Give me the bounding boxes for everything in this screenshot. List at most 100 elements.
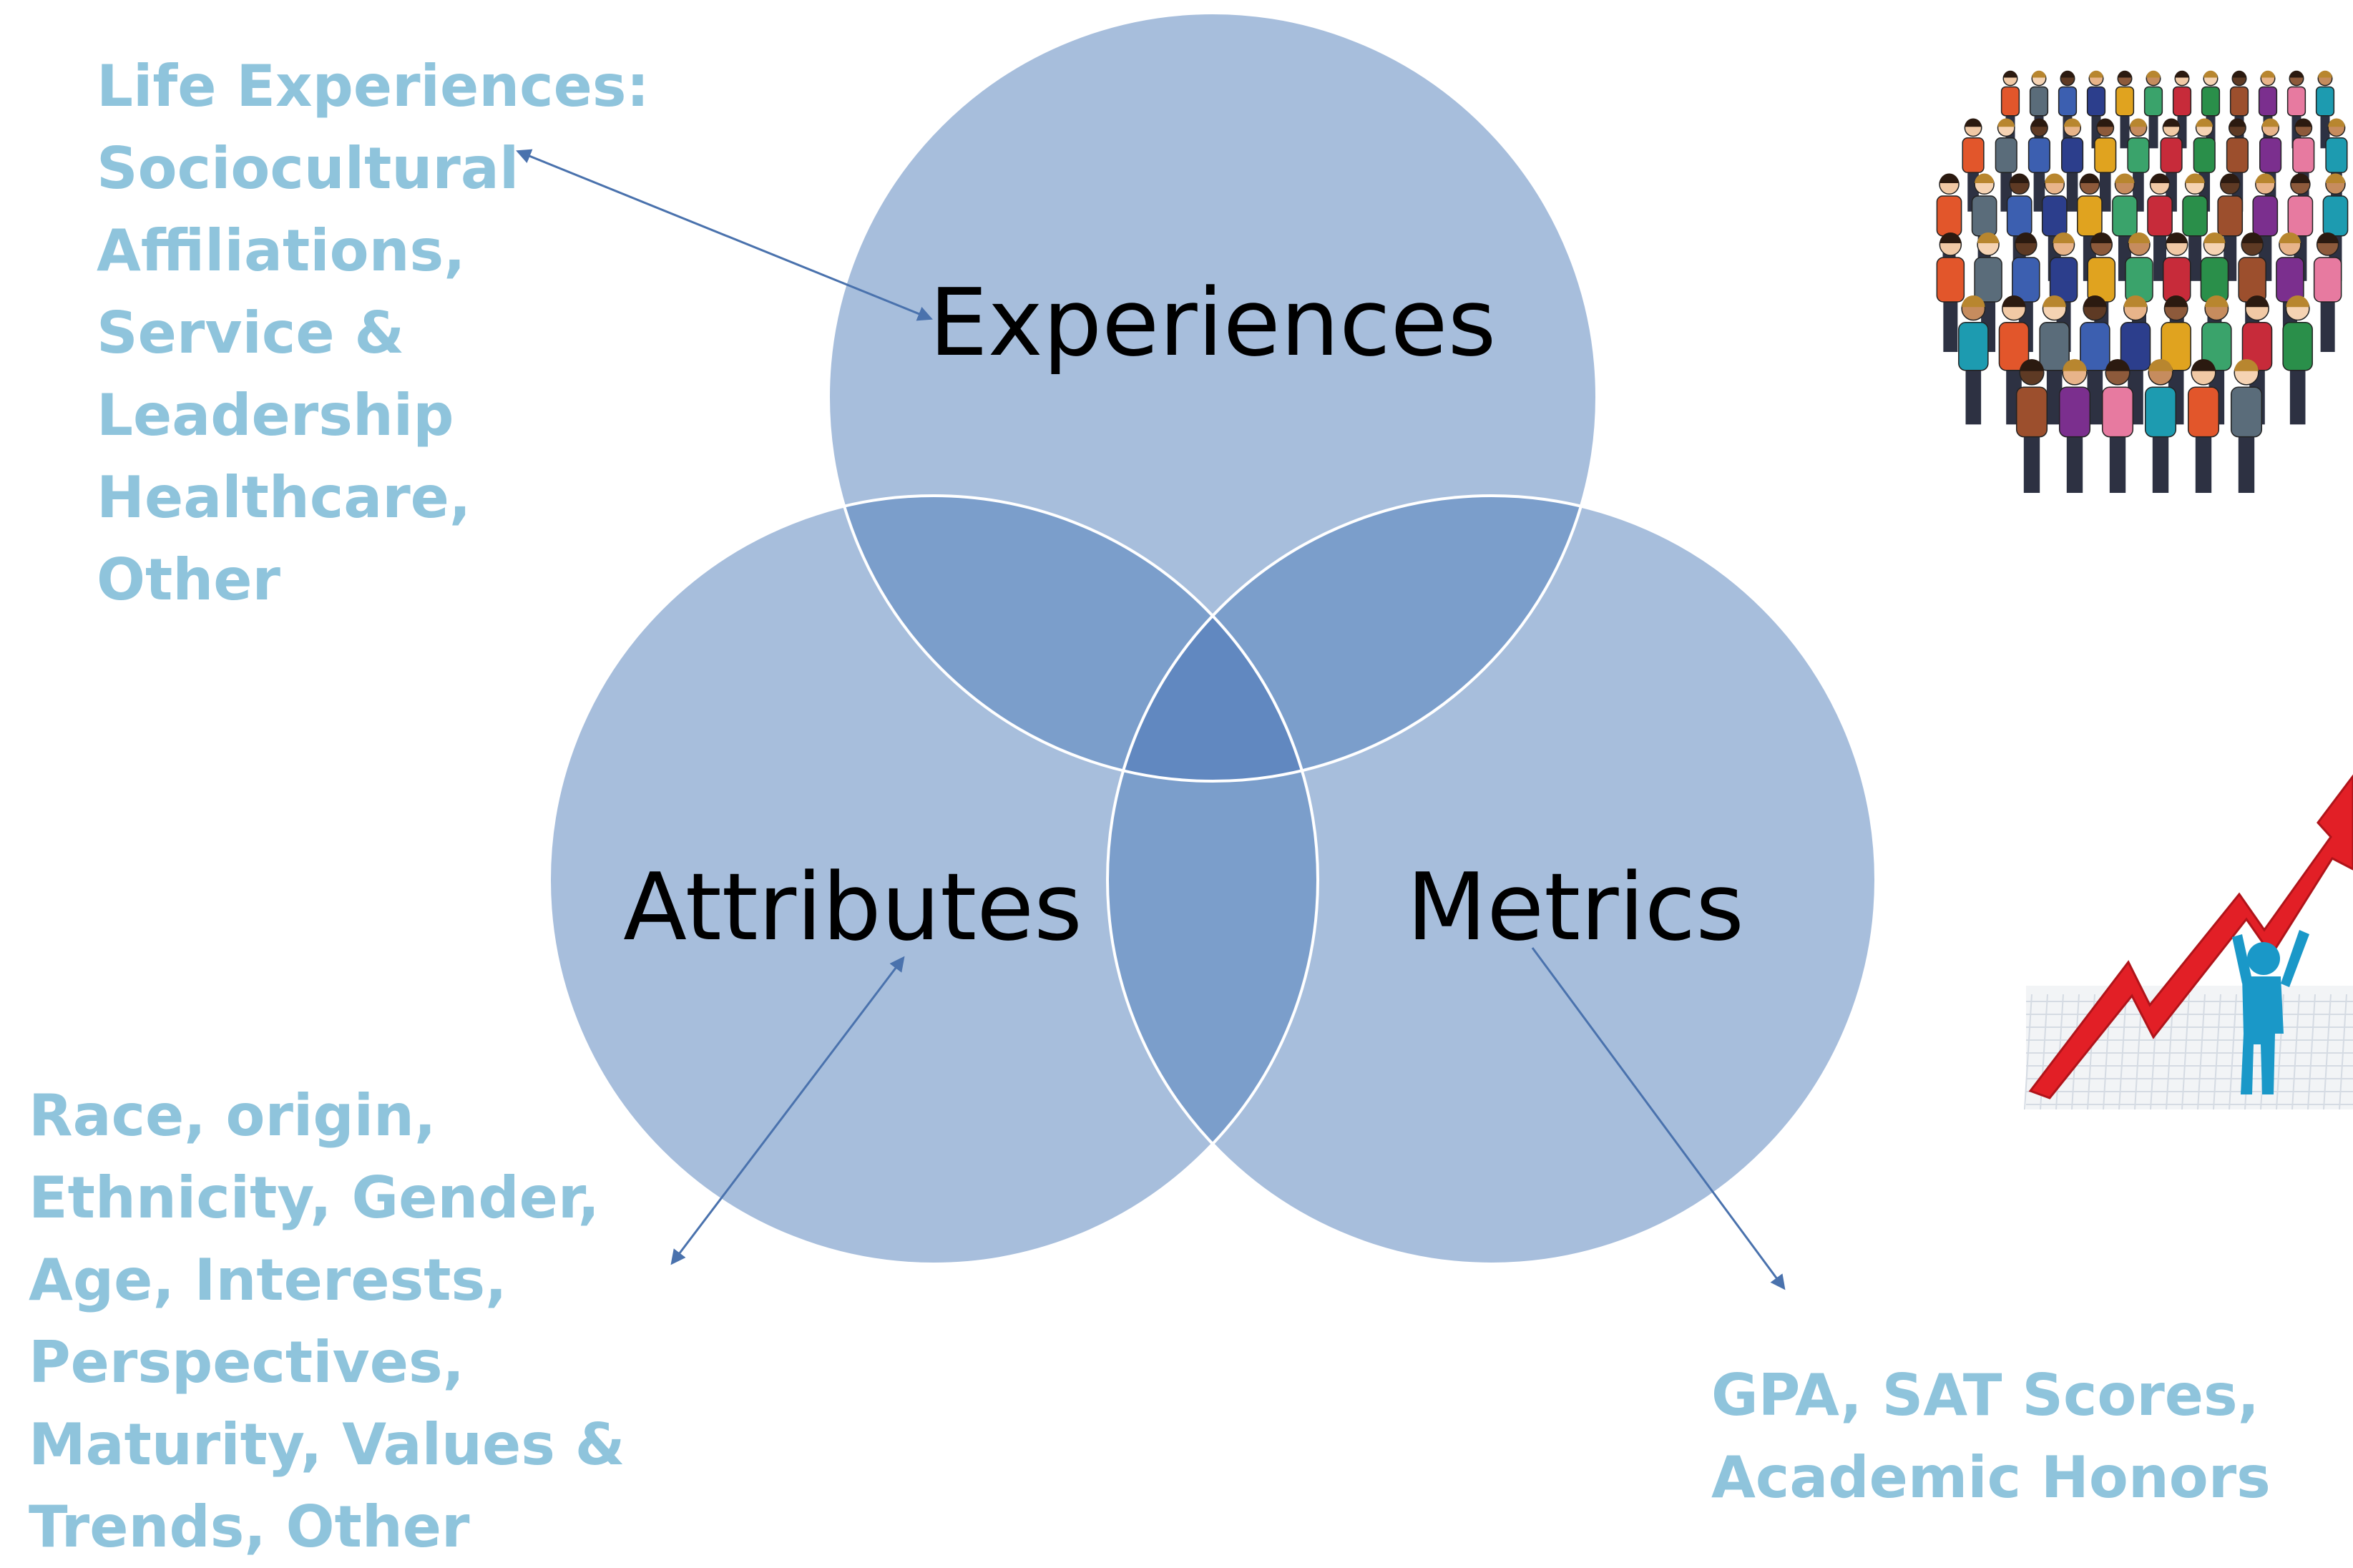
crowd-person bbox=[2143, 70, 2163, 149]
annotation-line: Affiliations, bbox=[97, 217, 466, 284]
crowd-person-shirt bbox=[2161, 322, 2191, 371]
crowd-person bbox=[2086, 70, 2106, 149]
grid-line bbox=[2197, 994, 2206, 1110]
crowd-person bbox=[2258, 70, 2278, 149]
crowd-person-legs bbox=[1943, 295, 1958, 352]
crowd-person-hair bbox=[2234, 358, 2259, 371]
crowd-person-legs bbox=[2046, 362, 2063, 425]
crowd-person-hair bbox=[2128, 232, 2150, 243]
crowd-person bbox=[2101, 358, 2134, 494]
crowd-person-hair bbox=[2146, 70, 2161, 78]
crowd-person bbox=[2015, 358, 2048, 494]
metrics-label: Metrics bbox=[1407, 853, 1744, 961]
crowd-person-shirt bbox=[2127, 137, 2150, 173]
crowd-person-hair bbox=[2080, 173, 2100, 183]
crowd-person bbox=[2315, 70, 2335, 149]
crowd-person-shirt bbox=[1998, 322, 2030, 371]
crowd-person-hair bbox=[2020, 358, 2044, 371]
crowd-person-shirt bbox=[2162, 257, 2191, 303]
crowd-person-hair bbox=[2255, 173, 2275, 183]
crowd-person-hair bbox=[2105, 358, 2130, 371]
experiences-label: Experiences bbox=[929, 268, 1497, 377]
crowd-person-hair bbox=[2191, 358, 2216, 371]
metrics-annotation: GPA, SAT Scores, Academic Honors bbox=[1711, 1354, 2271, 1519]
crowd-person-shirt bbox=[2112, 195, 2138, 237]
crowd-person-hair bbox=[2148, 358, 2173, 371]
crowd-person-hair bbox=[2245, 295, 2269, 308]
crowd-person-hair bbox=[2261, 118, 2279, 127]
person-head bbox=[2247, 942, 2280, 975]
annotation-line: Other bbox=[97, 547, 280, 613]
crowd-person-hair bbox=[2030, 118, 2048, 127]
crowd-person-shirt bbox=[2315, 86, 2335, 117]
crowd-person-hair bbox=[2150, 173, 2170, 183]
crowd-person-hair bbox=[1965, 118, 1982, 127]
crowd-person-hair bbox=[2290, 173, 2310, 183]
crowd-person-shirt bbox=[1971, 195, 1997, 237]
crowd-person bbox=[1936, 232, 1965, 352]
crowd-person-shirt bbox=[2201, 86, 2221, 117]
crowd-person-shirt bbox=[1958, 322, 1989, 371]
crowd-person-shirt bbox=[2000, 86, 2020, 117]
crowd-person-hair bbox=[2053, 232, 2075, 243]
crowd-person-hair bbox=[1977, 232, 2000, 243]
annotation-line: Leadership bbox=[97, 382, 454, 449]
crowd-person bbox=[2127, 118, 2150, 212]
crowd-person-hair bbox=[2295, 118, 2312, 127]
annotation-line: Healthcare, bbox=[97, 464, 471, 531]
crowd-person-legs bbox=[1965, 362, 1982, 425]
grid-line bbox=[2181, 994, 2190, 1110]
grid-line bbox=[2323, 994, 2332, 1110]
crowd-person-legs bbox=[2087, 362, 2103, 425]
blue-person-figure bbox=[2232, 930, 2309, 1094]
crowd-person-shirt bbox=[1974, 257, 2002, 303]
crowd-person-hair bbox=[2063, 358, 2087, 371]
crowd-person bbox=[2241, 295, 2273, 425]
crowd-person-hair bbox=[2328, 118, 2345, 127]
crowd-person bbox=[2160, 118, 2183, 212]
crowd-person bbox=[2229, 70, 2249, 149]
crowd-person-shirt bbox=[2039, 322, 2070, 371]
crowd-person-hair bbox=[2083, 295, 2107, 308]
crowd-person-hair bbox=[2289, 70, 2304, 78]
crowd-person-hair bbox=[2032, 70, 2046, 78]
crowd-person-hair bbox=[2089, 70, 2103, 78]
crowd-person-shirt bbox=[2325, 137, 2348, 173]
crowd-person-shirt bbox=[2172, 86, 2192, 117]
crowd-person-hair bbox=[1939, 232, 1962, 243]
crowd-person-shirt bbox=[2015, 386, 2048, 438]
crowd-person bbox=[2058, 358, 2091, 494]
crowd-person bbox=[2282, 295, 2313, 425]
crowd-person-hair bbox=[2015, 232, 2037, 243]
crowd-person-shirt bbox=[2058, 386, 2091, 438]
outline-metrics bbox=[1106, 494, 1877, 1265]
grid-line bbox=[2229, 994, 2237, 1110]
crowd-person-shirt bbox=[2080, 322, 2110, 371]
crowd-person-hair bbox=[2203, 232, 2226, 243]
crowd-person-shirt bbox=[2217, 195, 2244, 237]
crowd-person bbox=[1962, 118, 1985, 212]
crowd-person-shirt bbox=[2094, 137, 2117, 173]
annotation-line: Service & bbox=[97, 300, 405, 366]
crowd-person-shirt bbox=[1936, 195, 1962, 237]
crowd-person-hair bbox=[2205, 295, 2229, 308]
crowd-person-hair bbox=[2115, 173, 2135, 183]
crowd-person-hair bbox=[1997, 118, 2015, 127]
crowd-person bbox=[1995, 118, 2017, 212]
overlap-experiences-metrics bbox=[1107, 496, 1597, 781]
grid-line bbox=[2213, 994, 2221, 1110]
person-arm-right bbox=[2281, 930, 2309, 987]
crowd-person bbox=[2144, 358, 2177, 494]
crowd-person-hair bbox=[2175, 70, 2189, 78]
crowd-person-hair bbox=[2060, 70, 2075, 78]
crowd-person-hair bbox=[2163, 118, 2180, 127]
crowd-person-shirt bbox=[2193, 137, 2216, 173]
crowd-person-shirt bbox=[2313, 257, 2342, 303]
crowd-person-shirt bbox=[2252, 195, 2279, 237]
crowd-person-shirt bbox=[2049, 257, 2078, 303]
crowd-person-shirt bbox=[2077, 195, 2103, 237]
arrow-experiences bbox=[516, 149, 933, 321]
annotation-line: Trends, Other bbox=[29, 1494, 470, 1560]
crowd-person bbox=[2187, 358, 2220, 494]
